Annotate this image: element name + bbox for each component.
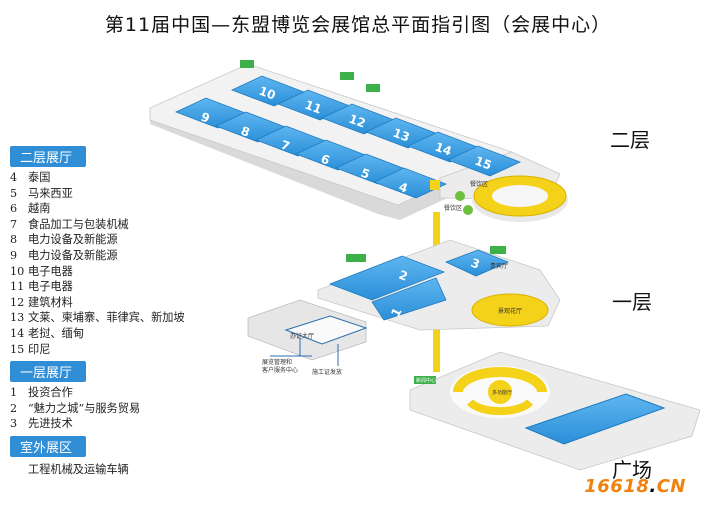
legend-item-name: 越南 xyxy=(28,202,51,216)
legend-item-name: “魅力之城”与服务贸易 xyxy=(28,401,141,415)
floor-label-plaza: 广场 xyxy=(612,458,652,482)
landscape-label: 景观花厅 xyxy=(498,307,522,315)
legend-item-name: 投资合作 xyxy=(28,386,73,400)
watermark-main: 16618 xyxy=(584,476,650,497)
entrance-marker-icon xyxy=(346,254,366,262)
legend-item-name: 泰国 xyxy=(28,171,51,184)
legend-item-number: 2 xyxy=(10,401,18,415)
legend-item-number: 13 xyxy=(10,311,25,325)
legend-item-outdoor: 工程机械及运输车辆 xyxy=(28,462,129,476)
exhibition-hall[interactable] xyxy=(371,277,447,321)
legend-item-number: 12 xyxy=(10,295,25,309)
hall-number: 13 xyxy=(391,126,411,145)
escalator-connector xyxy=(433,212,440,248)
multi-hall-label: 多功能厅 xyxy=(492,389,512,396)
office-label: 办证大厅 xyxy=(290,332,314,340)
hall-number: 14 xyxy=(433,140,453,159)
legend-item-name: 马来西亚 xyxy=(28,186,73,200)
legend-item-number: 3 xyxy=(10,417,18,431)
vip-label: 贵宾厅 xyxy=(490,262,508,270)
legend-heading-second-floor: 二层展厅 xyxy=(10,146,87,167)
dining-label: 餐饮区 xyxy=(470,180,488,188)
legend-item-number: 15 xyxy=(10,342,25,356)
legend-item-number: 5 xyxy=(10,186,18,200)
legend-item-number: 8 xyxy=(10,233,18,247)
exhibition-hall[interactable] xyxy=(328,255,446,301)
legend-item-name: 印尼 xyxy=(28,342,51,356)
page-title: 第11届中国—东盟博览会展馆总平面指引图（会展中心） xyxy=(104,14,612,36)
legend-item-number: 1 xyxy=(10,386,18,400)
dining-marker-icon xyxy=(340,72,354,80)
legend-item-number: 4 xyxy=(10,171,18,184)
legend-item-name: 食品加工与包装机械 xyxy=(28,217,129,231)
dining-marker-icon xyxy=(366,84,380,92)
escalator-connector-2 xyxy=(433,328,440,372)
legend: 二层展厅 4 泰国 5 马来西亚 6 越南 7 食品加工与包装机械 8 电力设备及新能源 9 电力设备… xyxy=(10,146,220,478)
legend-item: 7 食品加工与包装机械 xyxy=(10,217,220,233)
hall-number: 15 xyxy=(473,154,493,173)
dining-marker-icon xyxy=(240,60,254,68)
legend-item: 1 投资合作 xyxy=(10,385,220,401)
legend-item-number: 6 xyxy=(10,202,18,216)
legend-item-number: 10 xyxy=(10,264,25,278)
floor-label-second: 二层 xyxy=(610,128,650,152)
legend-item-number: 14 xyxy=(10,326,25,340)
legend-item: 4 泰国 xyxy=(10,170,220,186)
legend-item: 9 电力设备及新能源 xyxy=(10,248,220,264)
legend-item-name: 文莱、柬埔寨、菲律宾、新加坡 xyxy=(28,311,185,325)
legend-item: 3 先进技术 xyxy=(10,416,220,432)
legend-item-name: 电子电器 xyxy=(28,280,73,294)
legend-list-first-floor: 1 投资合作 2 “魅力之城”与服务贸易 3 先进技术 xyxy=(10,385,220,432)
watermark: 16618.CN xyxy=(584,476,686,497)
square-hall-label: 新闻中心 xyxy=(416,377,436,384)
legend-item-name: 建筑材料 xyxy=(28,295,73,309)
plaza-plan: 多功能厅 新闻中心 xyxy=(409,351,701,471)
stairs-icon xyxy=(430,180,440,190)
legend-item: 2 “魅力之城”与服务贸易 xyxy=(10,401,220,417)
legend-item-number: 9 xyxy=(10,248,18,262)
legend-item: 6 越南 xyxy=(10,201,220,217)
legend-item: 8 电力设备及新能源 xyxy=(10,232,220,248)
exhibit-mgmt-label-2: 客户服务中心 xyxy=(262,366,298,374)
construction-label: 施工证发放 xyxy=(312,368,342,376)
legend-item-name: 电子电器 xyxy=(28,264,73,278)
legend-item: 5 马来西亚 xyxy=(10,186,220,202)
dining-marker-icon xyxy=(490,246,506,254)
first-floor-plan: 景观花厅 231 贵宾厅 xyxy=(317,239,561,331)
hall-number: 11 xyxy=(303,98,323,117)
office-annex: 办证大厅 展览管理和 客户服务中心 施工证发放 xyxy=(247,299,368,376)
dining-label-2: 餐饮区 xyxy=(444,204,462,212)
legend-item-name: 老挝、缅甸 xyxy=(28,326,84,340)
news-marker-icon xyxy=(414,376,436,384)
exhibition-hall[interactable] xyxy=(372,167,448,199)
legend-item-name: 电力设备及新能源 xyxy=(28,248,118,262)
hall-number: 12 xyxy=(347,112,367,131)
watermark-dot: . xyxy=(649,476,657,497)
legend-item-name: 先进技术 xyxy=(28,417,73,431)
exhibition-hall[interactable] xyxy=(446,145,522,177)
legend-item-number: 7 xyxy=(10,217,18,231)
legend-heading-first-floor: 一层展厅 xyxy=(10,361,87,383)
legend-item-number: 11 xyxy=(10,280,25,294)
exhibition-hall[interactable] xyxy=(444,249,510,277)
exhibit-mgmt-label: 展览管理和 xyxy=(262,358,292,366)
watermark-suffix: CN xyxy=(656,476,686,497)
hall-number: 10 xyxy=(257,84,277,103)
floor-label-first: 一层 xyxy=(612,290,652,314)
legend-item-name: 电力设备及新能源 xyxy=(28,233,118,247)
outdoor-area xyxy=(524,393,666,445)
legend-heading-outdoor: 室外展区 xyxy=(10,435,87,457)
